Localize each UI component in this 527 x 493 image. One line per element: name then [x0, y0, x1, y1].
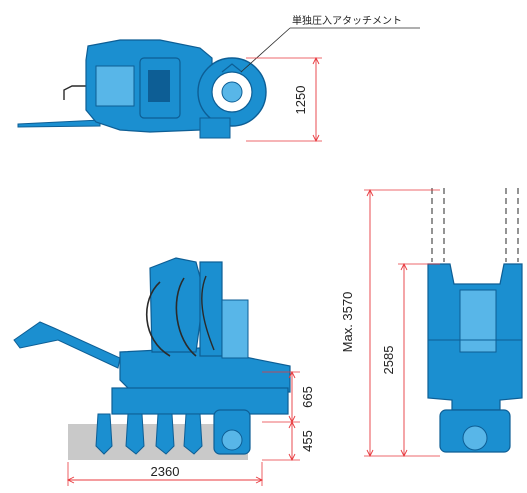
dim-455-label: 455 — [300, 430, 315, 452]
front-view-center-block — [459, 289, 497, 353]
side-view-leg-3 — [155, 413, 175, 455]
top-view-clamp-core — [148, 70, 170, 102]
dim-665-455-arrows — [288, 370, 296, 462]
top-view-handle — [17, 119, 101, 128]
side-view-handle — [13, 321, 121, 369]
side-view-chuck-roller — [221, 429, 243, 451]
front-view-piston-right — [505, 188, 519, 262]
top-view: 単独圧入アタッチメント 1250 — [17, 14, 420, 143]
dim-1250-arrows — [312, 56, 320, 143]
dim-2360-arrows — [66, 476, 264, 484]
top-view-hose — [63, 85, 90, 100]
side-view-leg-2 — [125, 413, 145, 455]
top-view-panel — [95, 65, 135, 107]
side-view-hose-3 — [201, 275, 215, 351]
dim-3570-arrows — [366, 188, 374, 458]
dim-2585-arrows — [400, 262, 408, 458]
dim-2360-label: 2360 — [151, 464, 180, 479]
dim-1250-label: 1250 — [293, 86, 308, 115]
dim-665-label: 665 — [300, 386, 315, 408]
callout-label: 単独圧入アタッチメント — [292, 14, 402, 27]
side-view-hose-1 — [146, 281, 171, 357]
top-view-chuck-core — [221, 81, 243, 103]
front-view-chuck-roller — [462, 425, 488, 451]
front-view-piston-left — [431, 188, 445, 262]
side-view-valve-block — [221, 299, 249, 359]
top-view-chuck-jaw — [221, 63, 243, 73]
front-view: Max. 3570 2585 — [340, 188, 523, 458]
side-view-leg-1 — [95, 413, 113, 455]
side-view-hose-2 — [175, 277, 197, 357]
callout-leader — [240, 27, 291, 73]
side-view-leg-4 — [183, 413, 203, 455]
side-view-lower-frame — [111, 387, 289, 415]
side-view: 665 455 2360 — [13, 257, 315, 486]
top-view-front-block — [199, 117, 231, 139]
dim-2585-label: 2585 — [381, 346, 396, 375]
dim-3570-label: Max. 3570 — [340, 292, 355, 353]
